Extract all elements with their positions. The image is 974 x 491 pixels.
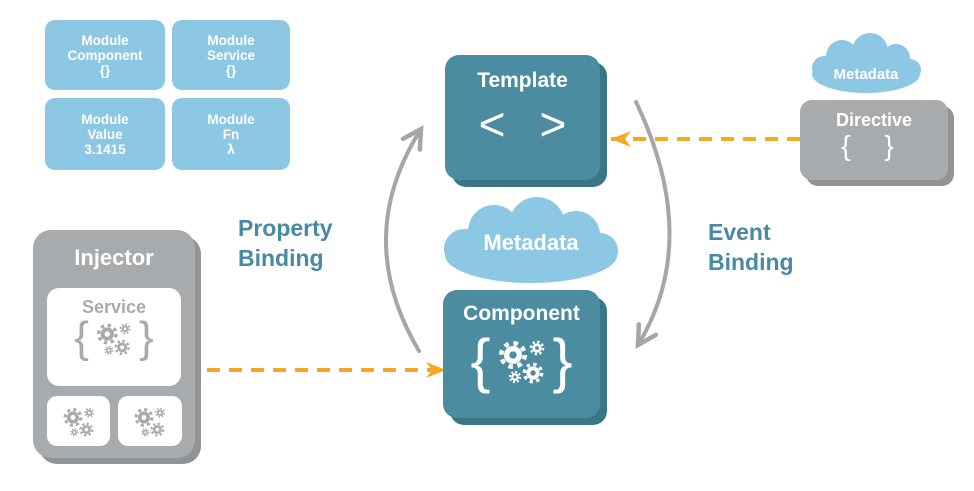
brace-right: } bbox=[139, 313, 154, 362]
event-binding-line: Binding bbox=[708, 249, 794, 275]
module-box-line: Service bbox=[206, 47, 256, 63]
module-component-box: Module Component {} bbox=[45, 20, 165, 90]
directive-box: Directive { } bbox=[800, 100, 948, 180]
module-box-line: Module bbox=[81, 111, 129, 127]
chevron-left-icon: < bbox=[478, 98, 506, 150]
brace-left: { bbox=[74, 313, 89, 362]
gear-cluster-icon bbox=[91, 319, 137, 358]
injector-box: Injector Service { } bbox=[33, 230, 195, 458]
metadata-cloud-right-label: Metadata bbox=[833, 66, 899, 83]
chevron-right-icon: > bbox=[539, 98, 567, 150]
module-box-line: 3.1415 bbox=[84, 141, 126, 157]
module-box-line: Module bbox=[81, 32, 129, 48]
injector-gear-box-2 bbox=[118, 396, 182, 446]
injector-title: Injector bbox=[74, 245, 154, 270]
property-binding-line: Property bbox=[238, 215, 333, 241]
event-binding-arc bbox=[634, 100, 672, 349]
module-box-line: Module bbox=[207, 111, 255, 127]
metadata-cloud-center: Metadata bbox=[444, 197, 618, 283]
property-binding-label: Property Binding bbox=[238, 213, 333, 273]
module-service-box: Module Service {} bbox=[172, 20, 290, 90]
gear-cluster-icon bbox=[58, 404, 100, 439]
gear-cluster-icon bbox=[129, 404, 171, 439]
property-binding-line: Binding bbox=[238, 245, 324, 271]
module-box-line: Module bbox=[207, 32, 255, 48]
component-gears-icon: { } bbox=[443, 326, 600, 396]
event-binding-label: Event Binding bbox=[708, 217, 794, 277]
metadata-cloud-right: Metadata bbox=[812, 33, 921, 93]
component-title: Component bbox=[463, 302, 580, 325]
service-box: Service { } bbox=[47, 288, 181, 386]
brace-right: } bbox=[552, 327, 573, 394]
injector-gear-box-1 bbox=[47, 396, 110, 446]
module-box-line: Fn bbox=[222, 126, 240, 142]
module-box-line: Value bbox=[87, 126, 123, 142]
service-label: Service bbox=[81, 297, 147, 317]
gear-cluster-icon bbox=[491, 335, 553, 387]
module-box-line: {} bbox=[99, 62, 111, 78]
module-box-line: Component bbox=[67, 47, 143, 63]
brace-left: { bbox=[470, 327, 491, 394]
service-gears-icon: { } bbox=[74, 313, 154, 362]
metadata-cloud-center-label: Metadata bbox=[483, 230, 579, 255]
module-box-line: λ bbox=[227, 141, 235, 157]
component-box: Component { } bbox=[443, 290, 600, 418]
template-markup-icon: < > bbox=[445, 95, 600, 153]
module-value-box: Module Value 3.1415 bbox=[45, 98, 165, 170]
property-binding-arc bbox=[384, 125, 424, 353]
directive-title: Directive bbox=[835, 110, 913, 130]
template-box: Template < > bbox=[445, 55, 600, 180]
event-binding-line: Event bbox=[708, 219, 771, 245]
template-title: Template bbox=[477, 69, 568, 92]
module-box-line: {} bbox=[225, 62, 237, 78]
module-fn-box: Module Fn λ bbox=[172, 98, 290, 170]
directive-braces-icon: { } bbox=[841, 130, 907, 161]
